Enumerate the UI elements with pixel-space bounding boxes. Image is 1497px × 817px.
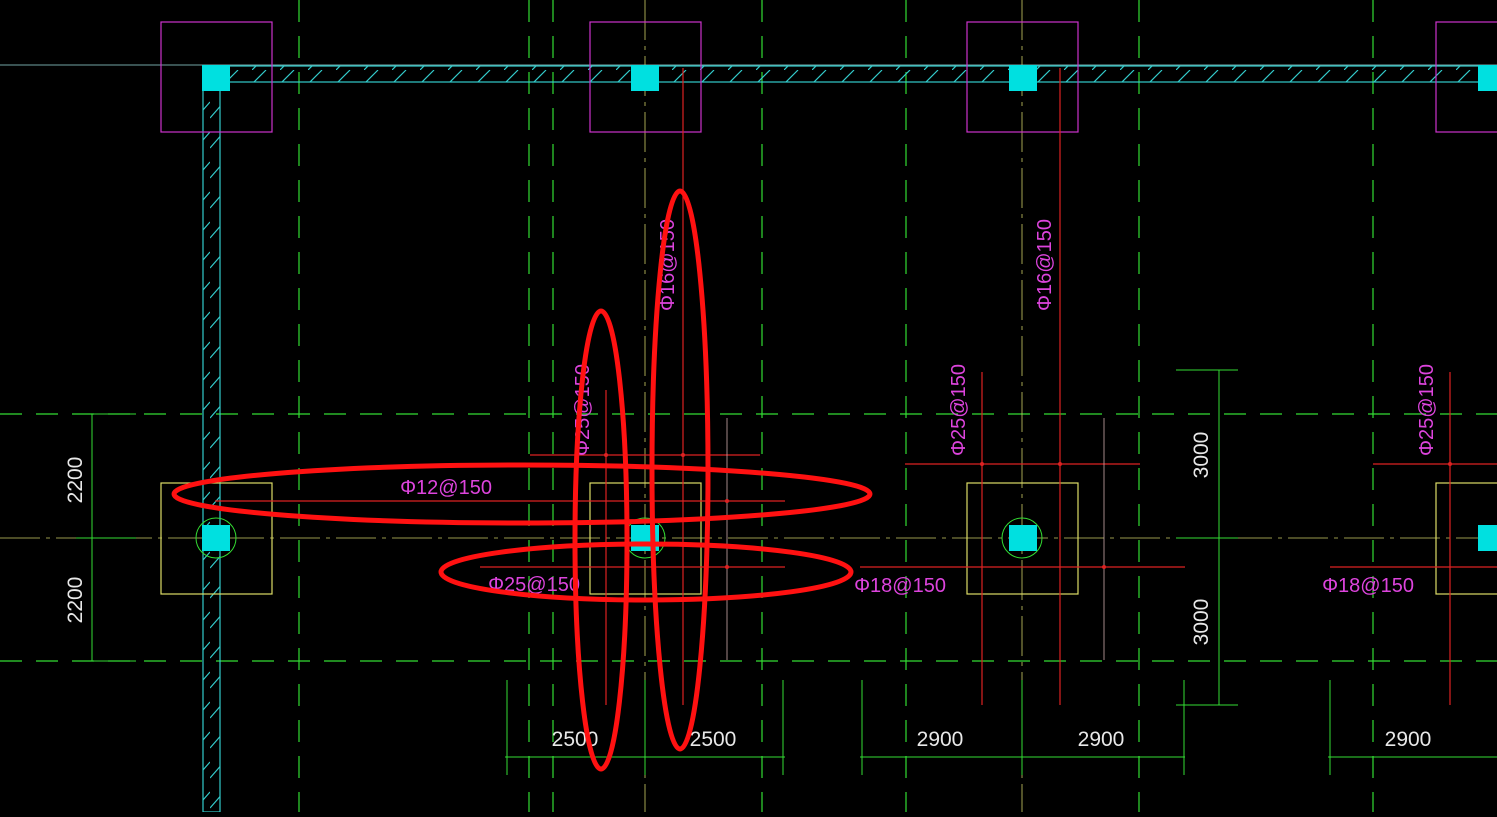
rebar-dots (604, 453, 1452, 569)
column (1009, 65, 1037, 91)
highlight-ellipses (171, 188, 873, 772)
dim-left-upper: 2200 (64, 457, 87, 504)
top-wall (214, 65, 1497, 83)
highlight-ellipse (438, 541, 854, 603)
dim-left-lower: 2200 (64, 577, 87, 624)
bottom-footings (160, 482, 1497, 595)
rebar-label: Φ25@150 (1416, 364, 1438, 456)
dim-right-upper: 3000 (1190, 432, 1213, 479)
dim-bottom-e: 2900 (1385, 728, 1432, 751)
footing-outline (160, 21, 273, 133)
column (1009, 525, 1037, 551)
rebar-label: Φ12@150 (400, 477, 492, 499)
column (1478, 65, 1497, 91)
dimension-lines (76, 369, 1497, 775)
dim-bottom-d: 2900 (1078, 728, 1125, 751)
rebar-label: Φ25@150 (488, 574, 580, 596)
column (631, 65, 659, 91)
highlight-ellipse (649, 188, 711, 752)
footing-outline (589, 21, 702, 133)
dim-bottom-b: 2500 (690, 728, 737, 751)
rebar-label: Φ18@150 (854, 575, 946, 597)
dimension-text: 2200 2200 3000 3000 2500 2500 2900 2900 … (64, 432, 1431, 751)
rebar-label: Φ16@150 (1034, 219, 1056, 311)
column (202, 65, 230, 91)
left-wall (202, 65, 221, 813)
rebar-lines (215, 68, 1497, 705)
column (1478, 525, 1497, 551)
dim-bottom-c: 2900 (917, 728, 964, 751)
footing-outline (589, 482, 702, 595)
footing-outline (1435, 482, 1497, 595)
footing-outline (966, 21, 1079, 133)
rebar-label: Φ18@150 (1322, 575, 1414, 597)
highlight-ellipse (171, 462, 873, 526)
rebar-labels: Φ12@150 Φ25@150 Φ18@150 Φ18@150 Φ25@150 … (400, 219, 1438, 597)
highlight-ellipse (572, 308, 630, 772)
rebar-label: Φ25@150 (948, 364, 970, 456)
top-footings (160, 21, 1497, 133)
footing-outline (1435, 21, 1497, 133)
footing-outline (966, 482, 1079, 595)
footing-outline (160, 482, 273, 595)
walls (202, 65, 1497, 813)
columns (202, 65, 1497, 551)
column (202, 525, 230, 551)
dim-right-lower: 3000 (1190, 599, 1213, 646)
